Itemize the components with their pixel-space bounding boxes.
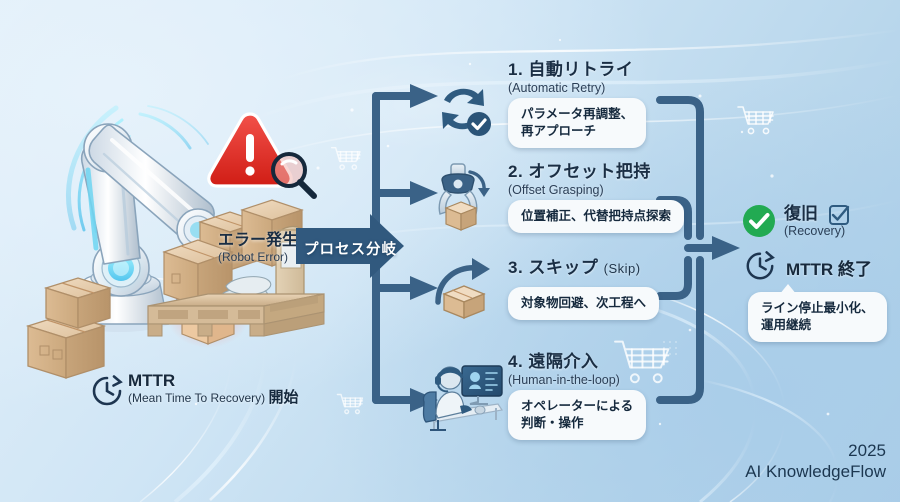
step-3-en: (Skip) [603,261,641,276]
shopping-cart-icon [614,340,670,384]
brand-year: 2025 [848,441,886,460]
recovery-outcome-bubble: ライン停止最小化、 運用継続 [748,292,887,342]
shopping-cart-icon [330,146,361,170]
gripper-offset-icon [438,163,490,231]
error-label-jp: エラー発生 [218,232,299,249]
recovery-label-jp: 復旧 [784,204,818,223]
recovery-bubble-line-1: ライン停止最小化、 [761,301,874,315]
operator-workstation-icon [422,365,504,431]
mttr-start-label: MTTR (Mean Time To Recovery) 開始 [128,372,299,406]
brand-name: AI KnowledgeFlow [745,462,886,481]
process-branch-tag: プロセス分岐 [304,242,397,258]
error-label-en: (Robot Error) [218,250,289,264]
shopping-cart-icon [737,106,774,135]
magnifier-icon [271,152,317,199]
step-1-bubble-line-2: 再アプローチ [521,124,597,138]
step-4-bubble: オペレーターによる 判断・操作 [508,390,647,440]
recovery-label: 復旧 (Recovery) [784,204,845,239]
step-1-en: (Automatic Retry) [508,81,606,95]
mttr-state: 開始 [268,389,299,406]
mttr-subtitle: (Mean Time To Recovery) 開始 [128,389,299,406]
shopping-cart-icon [336,393,364,415]
recovery-bubble-line-2: 運用継続 [761,318,812,332]
recovery-label-en: (Recovery) [784,224,846,238]
skip-box-arrow-icon [435,258,490,319]
green-check-circle-icon [743,205,775,237]
step-3-title: 3. スキップ (Skip) [508,258,641,279]
step-2-en: (Offset Grasping) [508,183,604,197]
retry-loop-check-icon [442,88,491,136]
step-4-bubble-line-2: 判断・操作 [521,416,584,430]
step-1-number: 1. [508,60,524,79]
warning-triangle-icon [207,112,293,188]
step-4-title: 4. 遠隔介入 (Human-in-the-loop) [508,352,620,388]
step-3-bubble: 対象物回避、次工程へ [508,287,660,320]
step-3-bubble-line-1: 対象物回避、次工程へ [521,296,647,310]
step-4-jp: 遠隔介入 [528,352,599,371]
step-1-jp: 自動リトライ [528,60,634,79]
step-1-bubble: パラメータ再調整、 再アプローチ [508,98,647,148]
clock-restore-icon [746,251,775,280]
step-4-bubble-line-1: オペレーターによる [521,399,634,413]
clock-restore-icon [92,375,123,406]
step-3-number: 3. [508,258,524,277]
step-2-jp: オフセット把持 [528,162,651,181]
bubble-pointer [779,284,797,295]
step-1-bubble-line-1: パラメータ再調整、 [521,107,634,121]
mttr-end-label: MTTR 終了 [786,260,872,279]
step-2-bubble: 位置補正、代替把持点探索 [508,200,685,233]
step-2-number: 2. [508,162,524,181]
step-2-bubble-line-1: 位置補正、代替把持点探索 [521,209,672,223]
step-2-title: 2. オフセット把持 (Offset Grasping) [508,162,651,198]
brand-block: 2025 AI KnowledgeFlow [745,440,886,483]
step-3-jp: スキップ [528,258,599,277]
step-4-number: 4. [508,352,524,371]
checkbox-checked-icon [829,205,850,225]
step-4-en: (Human-in-the-loop) [508,373,620,387]
error-label: エラー発生 (Robot Error) [218,232,298,265]
step-1-title: 1. 自動リトライ (Automatic Retry) [508,60,633,96]
pallet-goods-illustration [147,199,325,337]
mttr-title: MTTR [128,371,176,390]
